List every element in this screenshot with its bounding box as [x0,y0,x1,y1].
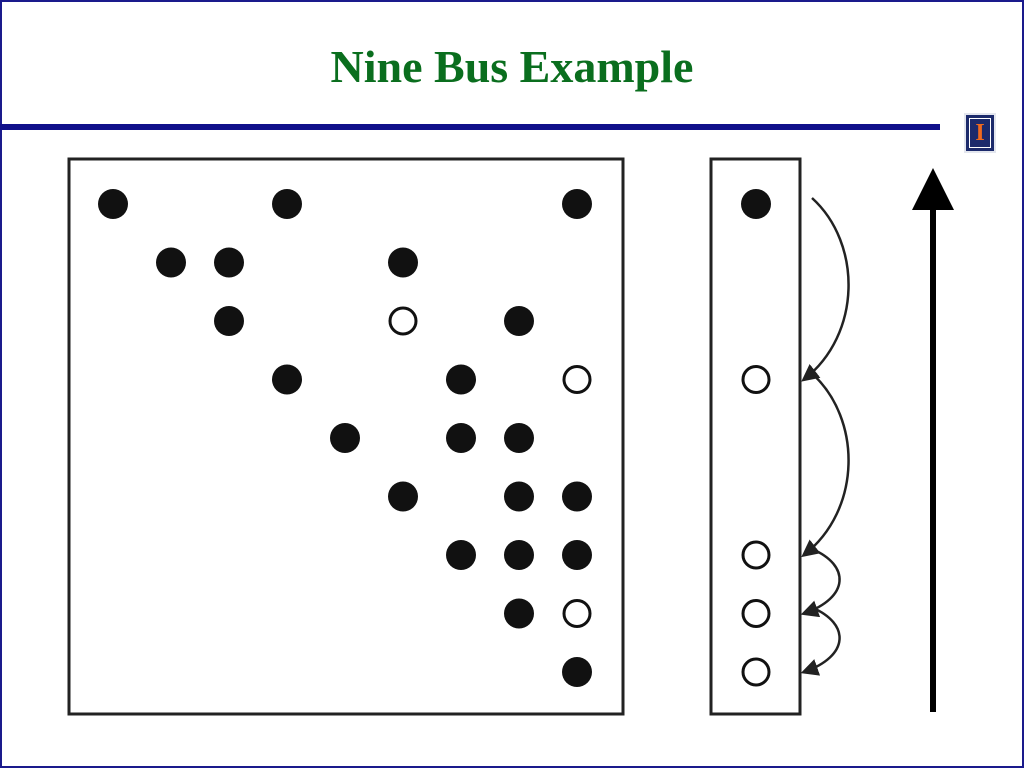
filled-entry-r4-c7 [446,364,476,395]
fill-arrow-r8-to-r9 [800,606,841,676]
fill-arrow-r1-to-r4 [801,197,850,382]
fill-path-arrows [800,197,850,676]
open-vector-entry-r7 [741,540,771,570]
filled-entry-r6-c8 [504,481,534,512]
university-logo: I [964,113,996,153]
filled-entry-r7-c8 [504,540,534,570]
filled-entry-r5-c5 [330,423,360,453]
filled-entry-r1-c9 [562,189,592,219]
filled-entry-r1-c4 [272,189,302,219]
university-i-logo-icon: I [969,118,991,148]
filled-entry-r2-c2 [156,247,186,278]
open-entry-r8-c9 [562,599,592,628]
matrix-entries [98,189,592,687]
open-entry-r4-c9 [562,365,592,394]
fill-arrow-r7-to-r8 [800,547,841,618]
filled-entry-r6-c6 [388,481,418,512]
fill-arrow-r4-to-r7 [801,372,850,558]
open-vector-entry-r8 [741,599,771,628]
title-rule [0,124,940,130]
filled-entry-r2-c3 [214,247,244,278]
filled-vector-entry-r1 [741,189,771,219]
vector-frame [709,157,802,716]
open-vector-entry-r9 [741,657,771,687]
filled-entry-r9-c9 [562,657,592,687]
filled-entry-r3-c3 [214,306,244,336]
filled-entry-r5-c8 [504,423,534,453]
filled-entry-r1-c1 [98,189,128,219]
vector-entries [741,189,771,687]
filled-entry-r7-c7 [446,540,476,570]
matrix-frame [67,157,625,716]
filled-entry-r8-c8 [504,598,534,629]
filled-entry-r7-c9 [562,540,592,570]
filled-entry-r2-c6 [388,247,418,278]
filled-entry-r4-c4 [272,364,302,395]
filled-entry-r3-c8 [504,306,534,336]
upward-arrow-icon [912,168,954,712]
slide-title: Nine Bus Example [330,41,694,92]
open-vector-entry-r4 [741,365,771,394]
filled-entry-r5-c7 [446,423,476,453]
open-entry-r3-c6 [388,306,418,336]
filled-entry-r6-c9 [562,481,592,512]
